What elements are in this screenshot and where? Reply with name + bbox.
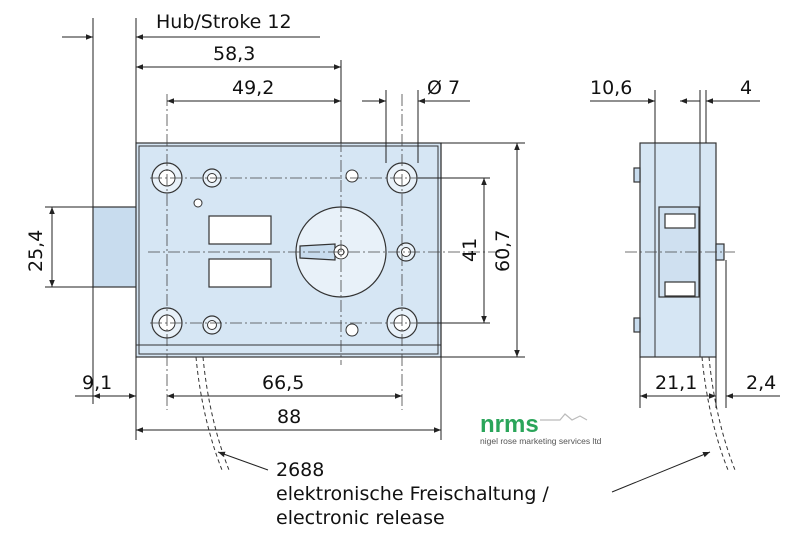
logo-brand: nrms: [480, 411, 539, 438]
dim-4: 4: [740, 77, 752, 99]
dimension-lines: [45, 18, 780, 493]
note-line-en: electronic release: [276, 507, 445, 529]
lock-case-inner-edge: [138, 145, 439, 355]
dim-66-5: 66,5: [262, 372, 304, 394]
dim-60-7: 60,7: [492, 230, 514, 272]
dim-2-4: 2,4: [746, 372, 776, 394]
dim-88: 88: [277, 406, 301, 428]
dim-21-1: 21,1: [655, 372, 697, 394]
dim-49-2: 49,2: [232, 77, 274, 99]
lock-bolt: [92, 206, 139, 288]
slot-upper: [208, 215, 272, 245]
dim-9-1: 9,1: [82, 372, 112, 394]
pin-small: [193, 198, 203, 208]
dim-hole-diameter: Ø 7: [427, 77, 460, 99]
nrms-logo: nrms nigel rose marketing services ltd: [480, 411, 602, 446]
logo-tagline: nigel rose marketing services ltd: [480, 436, 602, 446]
dim-41: 41: [459, 238, 481, 262]
dim-25-4: 25,4: [25, 230, 47, 272]
dim-stroke: Hub/Stroke 12: [156, 11, 292, 33]
pin-bottom: [345, 323, 359, 337]
dim-58-3: 58,3: [213, 43, 255, 65]
front-view: [92, 94, 500, 471]
slot-lower: [208, 258, 272, 288]
screw-bottom: [202, 315, 222, 335]
release-cable: [195, 356, 223, 471]
note-line-de: elektronische Freischaltung /: [276, 483, 549, 505]
logo-key-icon: [540, 413, 588, 421]
side-view: [625, 142, 736, 471]
dim-10-6: 10,6: [590, 77, 632, 99]
pin-top: [345, 169, 359, 183]
note-part-number: 2688: [276, 459, 324, 481]
